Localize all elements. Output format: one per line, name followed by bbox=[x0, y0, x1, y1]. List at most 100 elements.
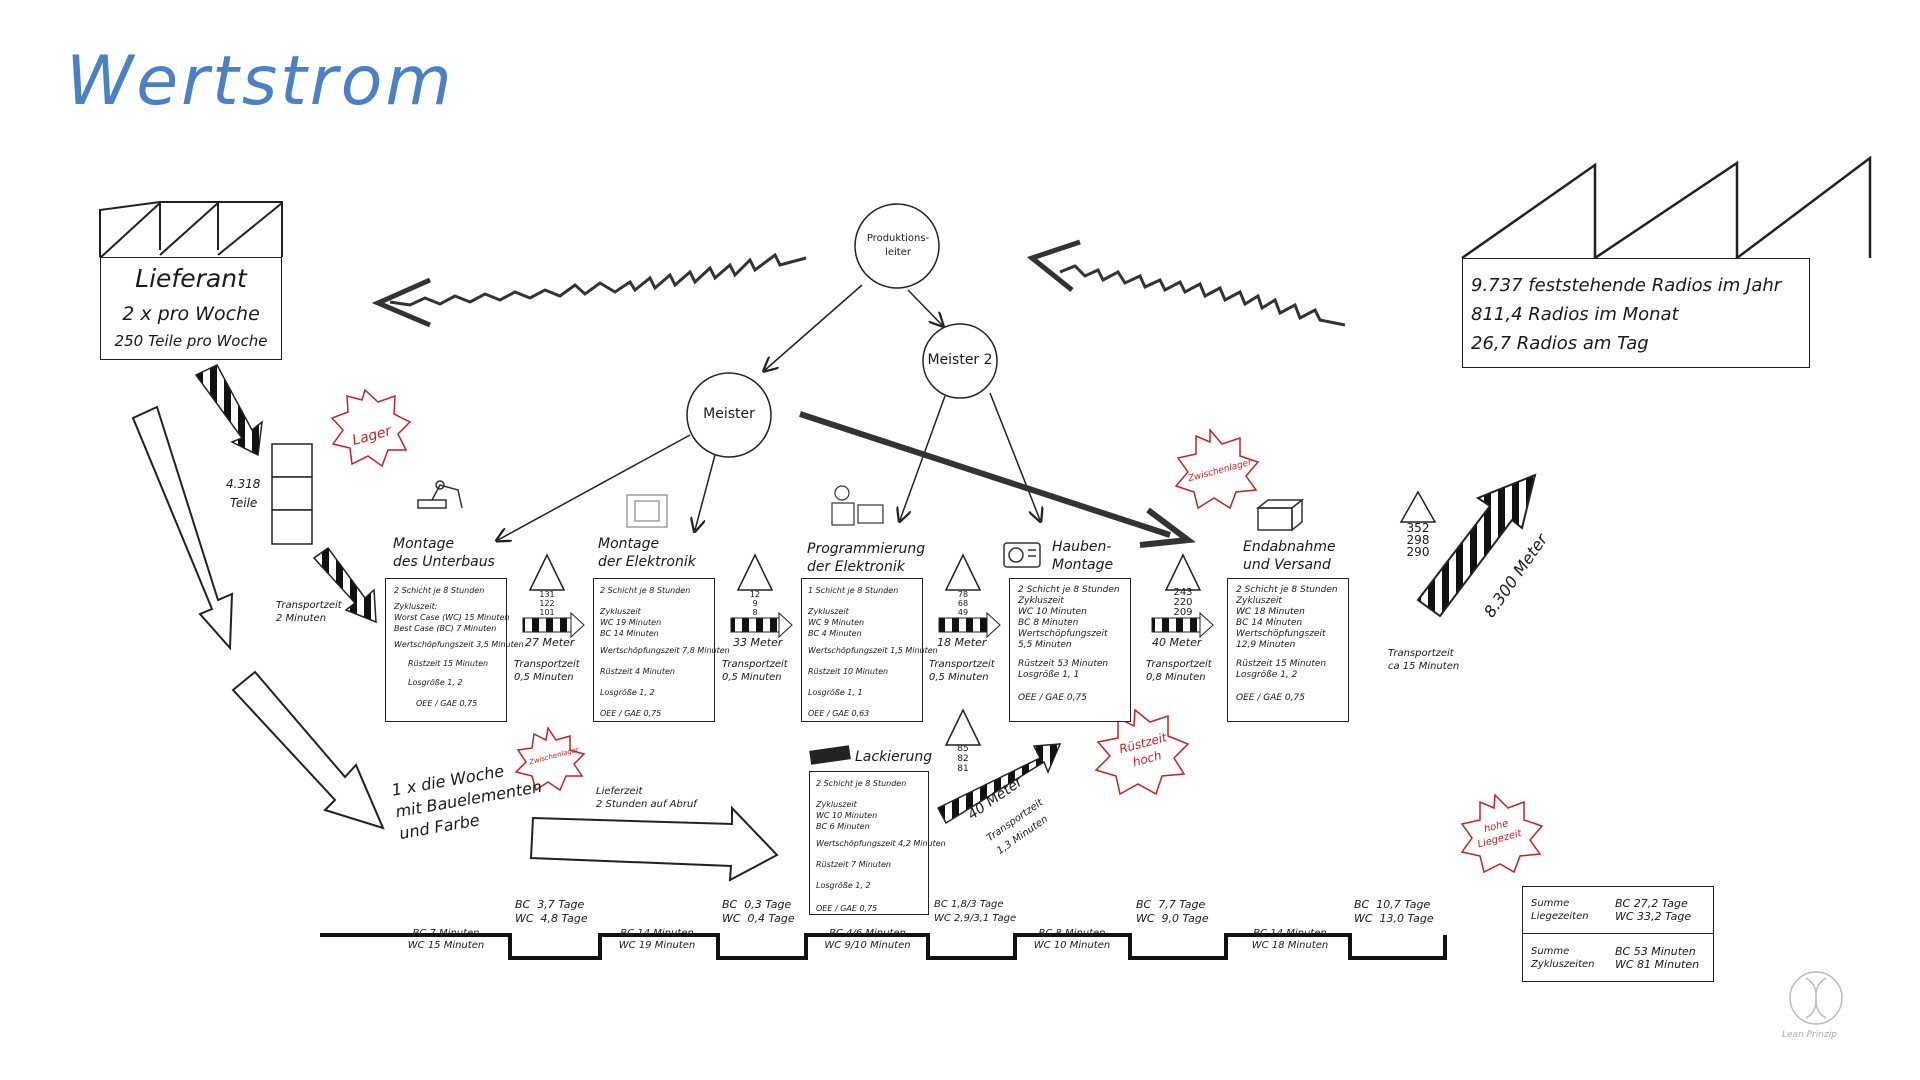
process-line: Wertschöpfungszeit 4,2 Minuten bbox=[816, 839, 946, 848]
process-title-line1: Programmierung bbox=[807, 541, 926, 557]
inventory-count-1: 131 122 101 bbox=[532, 590, 562, 617]
start-inventory-value: 4.318 bbox=[226, 477, 261, 491]
process-title-haube: Hauben- Montage bbox=[1052, 538, 1113, 574]
inventory-stack-icon bbox=[271, 443, 313, 545]
process-line: Losgröße 1, 2 bbox=[408, 678, 463, 687]
info-flow-zigzag-right bbox=[1026, 239, 1346, 327]
timeline-value: WC 19 Minuten bbox=[618, 940, 696, 951]
process-line: Zykluszeit bbox=[1018, 596, 1064, 606]
transport-distance-4: 40 Meter bbox=[1152, 636, 1202, 649]
meister-to-haube-arrow bbox=[799, 411, 1196, 548]
process-line: Wertschöpfungszeit bbox=[1018, 629, 1108, 639]
inventory-count-2: 12 9 8 bbox=[740, 590, 770, 617]
timeline-value: WC 15 Minuten bbox=[407, 940, 485, 951]
lack-push-arrow bbox=[936, 743, 1062, 825]
inventory-value: 101 bbox=[539, 608, 555, 617]
burst-shapes bbox=[330, 388, 1544, 874]
transport-time-1: 0,5 Minuten bbox=[514, 672, 574, 683]
process-box-programmierung: 1 Schicht je 8 Stunden Zykluszeit WC 9 M… bbox=[801, 578, 938, 722]
process-line: OEE / GAE 0,75 bbox=[1018, 693, 1087, 703]
inventory-triangles bbox=[528, 490, 1437, 746]
process-line: 1 Schicht je 8 Stunden bbox=[808, 586, 899, 595]
supplier-push-arrow bbox=[194, 364, 263, 457]
timeline-value: BC 7 Minuten bbox=[412, 928, 480, 939]
process-box-endabnahme: 2 Schicht je 8 Stunden Zykluszeit WC 18 … bbox=[1227, 578, 1349, 722]
brand-label: Lean Prinzip bbox=[1782, 1030, 1837, 1040]
timeline-value: BC 7,7 Tage bbox=[1136, 898, 1206, 911]
process-line: 2 Schicht je 8 Stunden bbox=[600, 586, 691, 595]
inventory-value: 78 bbox=[957, 590, 969, 599]
process-title-line1: Endabnahme bbox=[1243, 539, 1336, 555]
start-inventory-unit: Teile bbox=[230, 496, 258, 510]
process-line: WC 18 Minuten bbox=[1236, 607, 1305, 617]
transport-label-3: Transportzeit bbox=[929, 659, 995, 670]
production-manager-label: Produktions- leiter bbox=[866, 233, 930, 258]
timeline-value: WC 0,4 Tage bbox=[722, 912, 795, 925]
timeline-value: WC 18 Minuten bbox=[1251, 940, 1329, 951]
supplier-box: Lieferant 2 x pro Woche 250 Teile pro Wo… bbox=[100, 257, 282, 360]
process-line: Zykluszeit bbox=[808, 607, 849, 616]
process-line: Losgröße 1, 2 bbox=[816, 881, 871, 890]
summary-value: WC 33,2 Tage bbox=[1615, 910, 1692, 923]
inventory-value: 8 bbox=[752, 608, 758, 617]
electronics-board-icon bbox=[626, 494, 668, 528]
inventory-value: 243 bbox=[1173, 587, 1193, 598]
process-line: WC 10 Minuten bbox=[1018, 607, 1087, 617]
supplier-frequency: 2 x pro Woche bbox=[122, 303, 260, 325]
inventory-value: 12 bbox=[749, 590, 761, 599]
timeline-value: BC 14 Minuten bbox=[1253, 928, 1327, 939]
inventory-count-3: 78 68 49 bbox=[948, 590, 978, 617]
transport-label-2: Transportzeit bbox=[722, 659, 788, 670]
timeline-low-3: BC 4/6 Minuten WC 9/10 Minuten bbox=[810, 928, 925, 952]
summary-value: BC 53 Minuten bbox=[1615, 945, 1696, 958]
process-line: Wertschöpfungszeit 7,8 Minuten bbox=[600, 646, 730, 655]
process-title-unterbau: Montage des Unterbaus bbox=[393, 535, 495, 571]
timeline-value: WC 13,0 Tage bbox=[1354, 912, 1434, 925]
meister-label: Meister bbox=[703, 406, 755, 422]
process-line: Zykluszeit: bbox=[394, 602, 438, 611]
inventory-value: 352 bbox=[1406, 521, 1430, 535]
inventory-value: 81 bbox=[957, 764, 969, 774]
process-line: Zykluszeit bbox=[1236, 596, 1282, 606]
process-line: Zykluszeit bbox=[816, 800, 857, 809]
customer-factory-icon bbox=[1461, 155, 1872, 261]
timeline-value: WC 4,8 Tage bbox=[515, 912, 588, 925]
summary-divider bbox=[1523, 933, 1713, 934]
process-line: Rüstzeit 7 Minuten bbox=[816, 860, 891, 869]
lieferzeit-value: 2 Stunden auf Abruf bbox=[596, 799, 697, 810]
timeline-value: BC 10,7 Tage bbox=[1354, 898, 1431, 911]
transport-distance-1: 27 Meter bbox=[525, 636, 575, 649]
process-line: 2 Schicht je 8 Stunden bbox=[1018, 585, 1120, 595]
timeline-value: BC 1,8/3 Tage bbox=[934, 899, 1004, 910]
lean-prinzip-logo-icon bbox=[1789, 971, 1843, 1025]
process-line: BC 14 Minuten bbox=[1236, 618, 1303, 628]
customer-monthly-demand: 811,4 Radios im Monat bbox=[1471, 304, 1679, 325]
process-line: BC 6 Minuten bbox=[816, 822, 870, 831]
process-line: Rüstzeit 53 Minuten bbox=[1018, 659, 1109, 669]
process-line: BC 8 Minuten bbox=[1018, 618, 1079, 628]
process-line: Rüstzeit 4 Minuten bbox=[600, 667, 675, 676]
transport-distance-2: 33 Meter bbox=[733, 636, 783, 649]
process-line: 12,9 Minuten bbox=[1236, 640, 1296, 650]
inventory-value: 290 bbox=[1406, 545, 1430, 559]
summary-box: Summe Liegezeiten BC 27,2 Tage WC 33,2 T… bbox=[1522, 886, 1714, 982]
timeline-low-4: BC 8 Minuten WC 10 Minuten bbox=[1016, 928, 1128, 952]
process-box-unterbau: 2 Schicht je 8 Stunden Zykluszeit: Worst… bbox=[385, 578, 524, 722]
inventory-value: 49 bbox=[957, 608, 969, 617]
timeline-low-1: BC 7 Minuten WC 15 Minuten bbox=[396, 928, 496, 952]
process-line: Zykluszeit bbox=[600, 607, 641, 616]
transport-distance-3: 18 Meter bbox=[937, 636, 987, 649]
customer-daily-demand: 26,7 Radios am Tag bbox=[1471, 333, 1649, 354]
timeline-value: WC 10 Minuten bbox=[1033, 940, 1111, 951]
transport-in-value: 2 Minuten bbox=[276, 613, 327, 624]
process-title-lackierung: Lackierung bbox=[855, 749, 933, 765]
inventory-value: 298 bbox=[1406, 533, 1430, 547]
page-title: Wertstrom bbox=[66, 42, 455, 121]
inventory-value: 122 bbox=[539, 599, 555, 608]
inventory-count-4: 243 220 209 bbox=[1166, 588, 1200, 618]
process-line: Losgröße 1, 2 bbox=[600, 688, 655, 697]
supplier-quantity: 250 Teile pro Woche bbox=[114, 332, 268, 350]
inventory-value: 209 bbox=[1173, 607, 1193, 618]
